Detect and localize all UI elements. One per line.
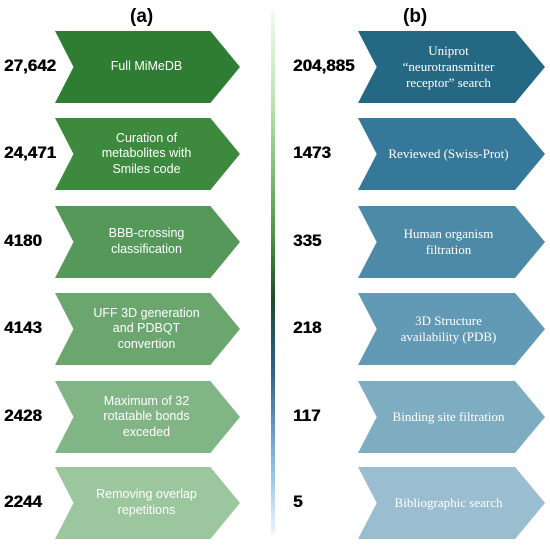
step-label: Maximum of 32 rotatable bonds exceded xyxy=(103,393,190,439)
panel-b-step-6: 5 Bibliographic search xyxy=(0,467,550,539)
step-label: Curation of metabolites with Smiles code xyxy=(101,130,192,176)
step-arrow-box: 3D Structure availability (PDB) xyxy=(358,293,545,365)
step-count: 117 xyxy=(293,406,321,425)
panel-b-step-4: 218 3D Structure availability (PDB) xyxy=(0,293,550,365)
step-count: 2428 xyxy=(4,406,42,425)
panel-b-step-1: 204,885 Uniprot “neurotransmitter recepto… xyxy=(0,31,550,103)
step-count: 204,885 xyxy=(293,56,355,75)
step-label: Bibliographic search xyxy=(394,494,503,510)
step-label: Human organism filtration xyxy=(403,225,494,257)
step-arrow-box: Reviewed (Swiss-Prot) xyxy=(358,118,545,190)
step-count: 4143 xyxy=(4,318,42,337)
panel-b-label: (b) xyxy=(403,6,428,27)
panel-a-step-1: 27,642 Full MiMeDB xyxy=(0,31,550,103)
step-label: Binding site filtration xyxy=(392,408,505,424)
panel-a-label: (a) xyxy=(130,6,154,27)
step-label: Full MiMeDB xyxy=(110,59,183,74)
step-count: 4180 xyxy=(4,231,42,250)
panel-a-step-2: 24,471 Curation of metabolites with Smile… xyxy=(0,118,550,190)
step-count: 1473 xyxy=(293,143,331,162)
step-label: UFF 3D generation and PDBQT convertion xyxy=(93,305,200,351)
panel-b-step-2: 1473 Reviewed (Swiss-Prot) xyxy=(0,118,550,190)
step-arrow-box: Full MiMeDB xyxy=(55,31,240,103)
step-arrow-box: UFF 3D generation and PDBQT convertion xyxy=(55,293,240,365)
step-count: 2244 xyxy=(4,492,42,511)
step-arrow-box: Human organism filtration xyxy=(358,206,545,278)
panel-a-step-5: 2428 Maximum of 32 rotatable bonds excede… xyxy=(0,381,550,453)
step-arrow-box: Curation of metabolites with Smiles code xyxy=(55,118,240,190)
step-label: Removing overlap repetitions xyxy=(96,487,197,517)
panel-a-step-6: 2244 Removing overlap repetitions xyxy=(0,467,550,539)
step-arrow-box: Removing overlap repetitions xyxy=(55,467,240,539)
step-count: 335 xyxy=(293,231,322,250)
panel-b-step-3: 335 Human organism filtration xyxy=(0,206,550,278)
step-label: BBB-crossing classification xyxy=(108,226,185,256)
panel-b-step-5: 117 Binding site filtration xyxy=(0,381,550,453)
step-label: Reviewed (Swiss-Prot) xyxy=(388,145,509,161)
step-label: 3D Structure availability (PDB) xyxy=(400,312,497,344)
panel-a-step-4: 4143 UFF 3D generation and PDBQT converti… xyxy=(0,293,550,365)
step-count: 218 xyxy=(293,318,322,337)
panel-a-step-3: 4180 BBB-crossing classification xyxy=(0,206,550,278)
step-arrow-box: Bibliographic search xyxy=(358,467,545,539)
step-arrow-box: Uniprot “neurotransmitter receptor” sear… xyxy=(358,31,545,103)
step-arrow-box: Binding site filtration xyxy=(358,381,545,453)
step-arrow-box: Maximum of 32 rotatable bonds exceded xyxy=(55,381,240,453)
step-count: 27,642 xyxy=(4,56,56,75)
step-label: Uniprot “neurotransmitter receptor” sear… xyxy=(402,42,495,91)
step-count: 24,471 xyxy=(4,143,56,162)
step-arrow-box: BBB-crossing classification xyxy=(55,206,240,278)
step-count: 5 xyxy=(293,492,303,511)
gradient-divider xyxy=(271,10,275,535)
